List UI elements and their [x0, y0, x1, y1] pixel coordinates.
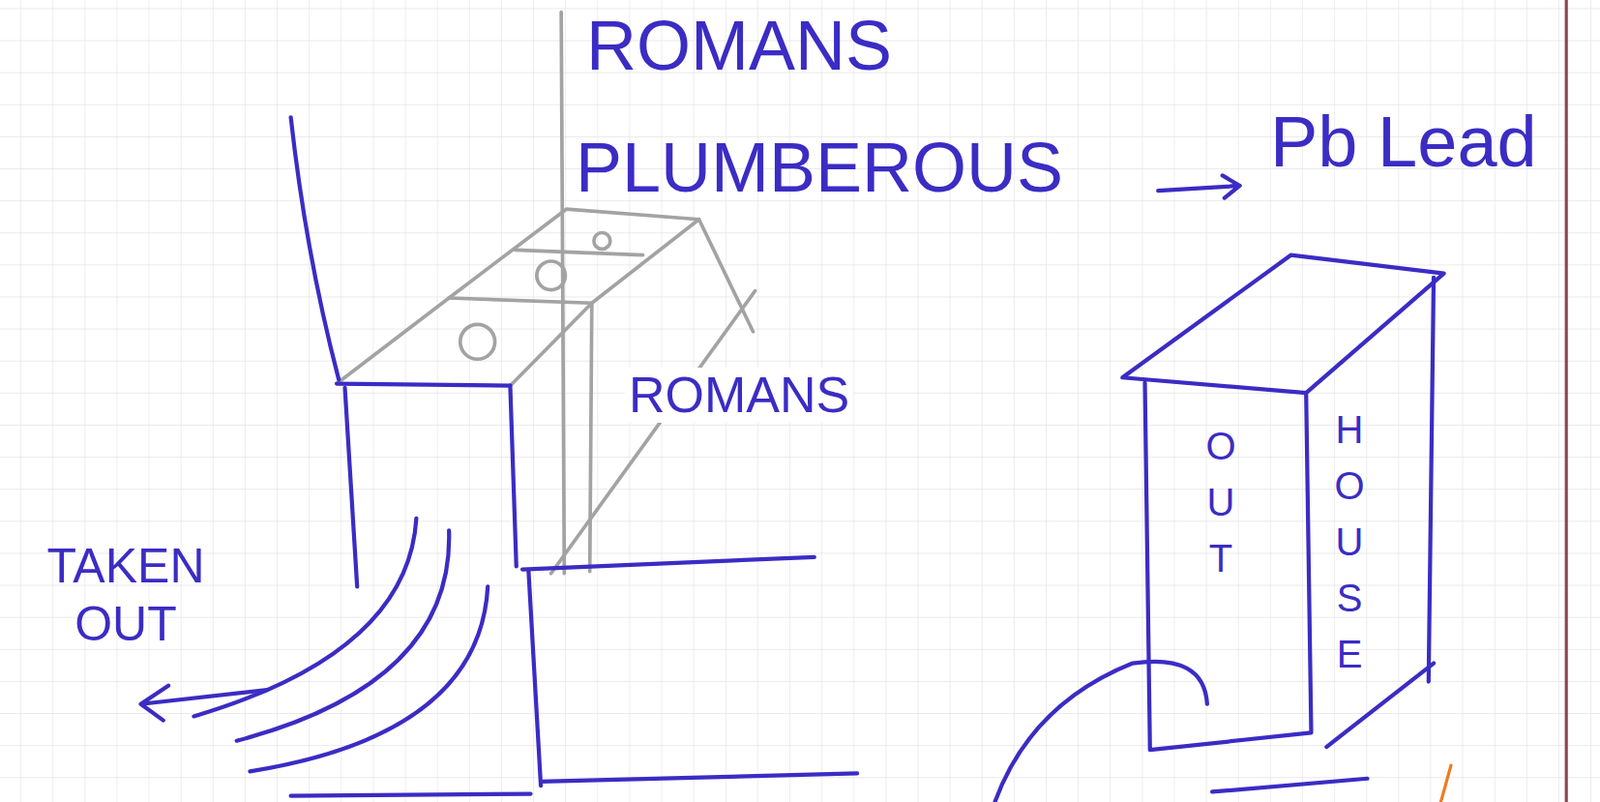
heading-word: ROMANS: [586, 7, 892, 85]
wall-line: [522, 557, 815, 570]
side-wall: [1326, 663, 1434, 747]
annotation-label: TAKEN OUT: [9, 536, 242, 653]
seat-line: [590, 302, 593, 571]
arrow: [1157, 175, 1240, 198]
ground-line: [1212, 778, 1367, 793]
wall-line: [336, 384, 510, 386]
roof: [1122, 255, 1444, 393]
element-label: Pb Lead: [1270, 102, 1538, 181]
outhouse-word: OUT: [1201, 417, 1241, 587]
seat-line: [699, 219, 754, 332]
pen-mark: [1440, 765, 1452, 802]
seat-line: [561, 12, 564, 574]
toilet-seat: [336, 12, 755, 574]
seat-hole: [460, 324, 496, 359]
wall-line: [291, 117, 340, 380]
wall-line: [291, 794, 532, 797]
arrow: [141, 685, 268, 721]
heading-word: PLUMBEROUS: [575, 129, 1064, 207]
flow-line: [237, 530, 450, 741]
outhouse: [994, 255, 1444, 802]
seat-outline: [336, 208, 699, 386]
wall-line: [528, 571, 541, 786]
page-margin: [1565, 0, 1569, 802]
wall-line: [345, 387, 358, 588]
flow-line: [193, 518, 416, 717]
seat-hole: [536, 261, 566, 291]
door-line: [994, 661, 1207, 802]
outhouse-word: HOUSE: [1330, 401, 1369, 682]
seat-hole: [593, 232, 611, 249]
wall-line: [540, 772, 858, 781]
front-wall: [1145, 383, 1312, 751]
plank-line: [448, 297, 593, 303]
plank-line: [515, 249, 644, 255]
flow-line: [249, 586, 488, 771]
side-wall: [1428, 277, 1434, 682]
wall-line: [509, 385, 516, 567]
seat-line: [551, 291, 756, 574]
annotation-label: ROMANS: [624, 367, 854, 423]
